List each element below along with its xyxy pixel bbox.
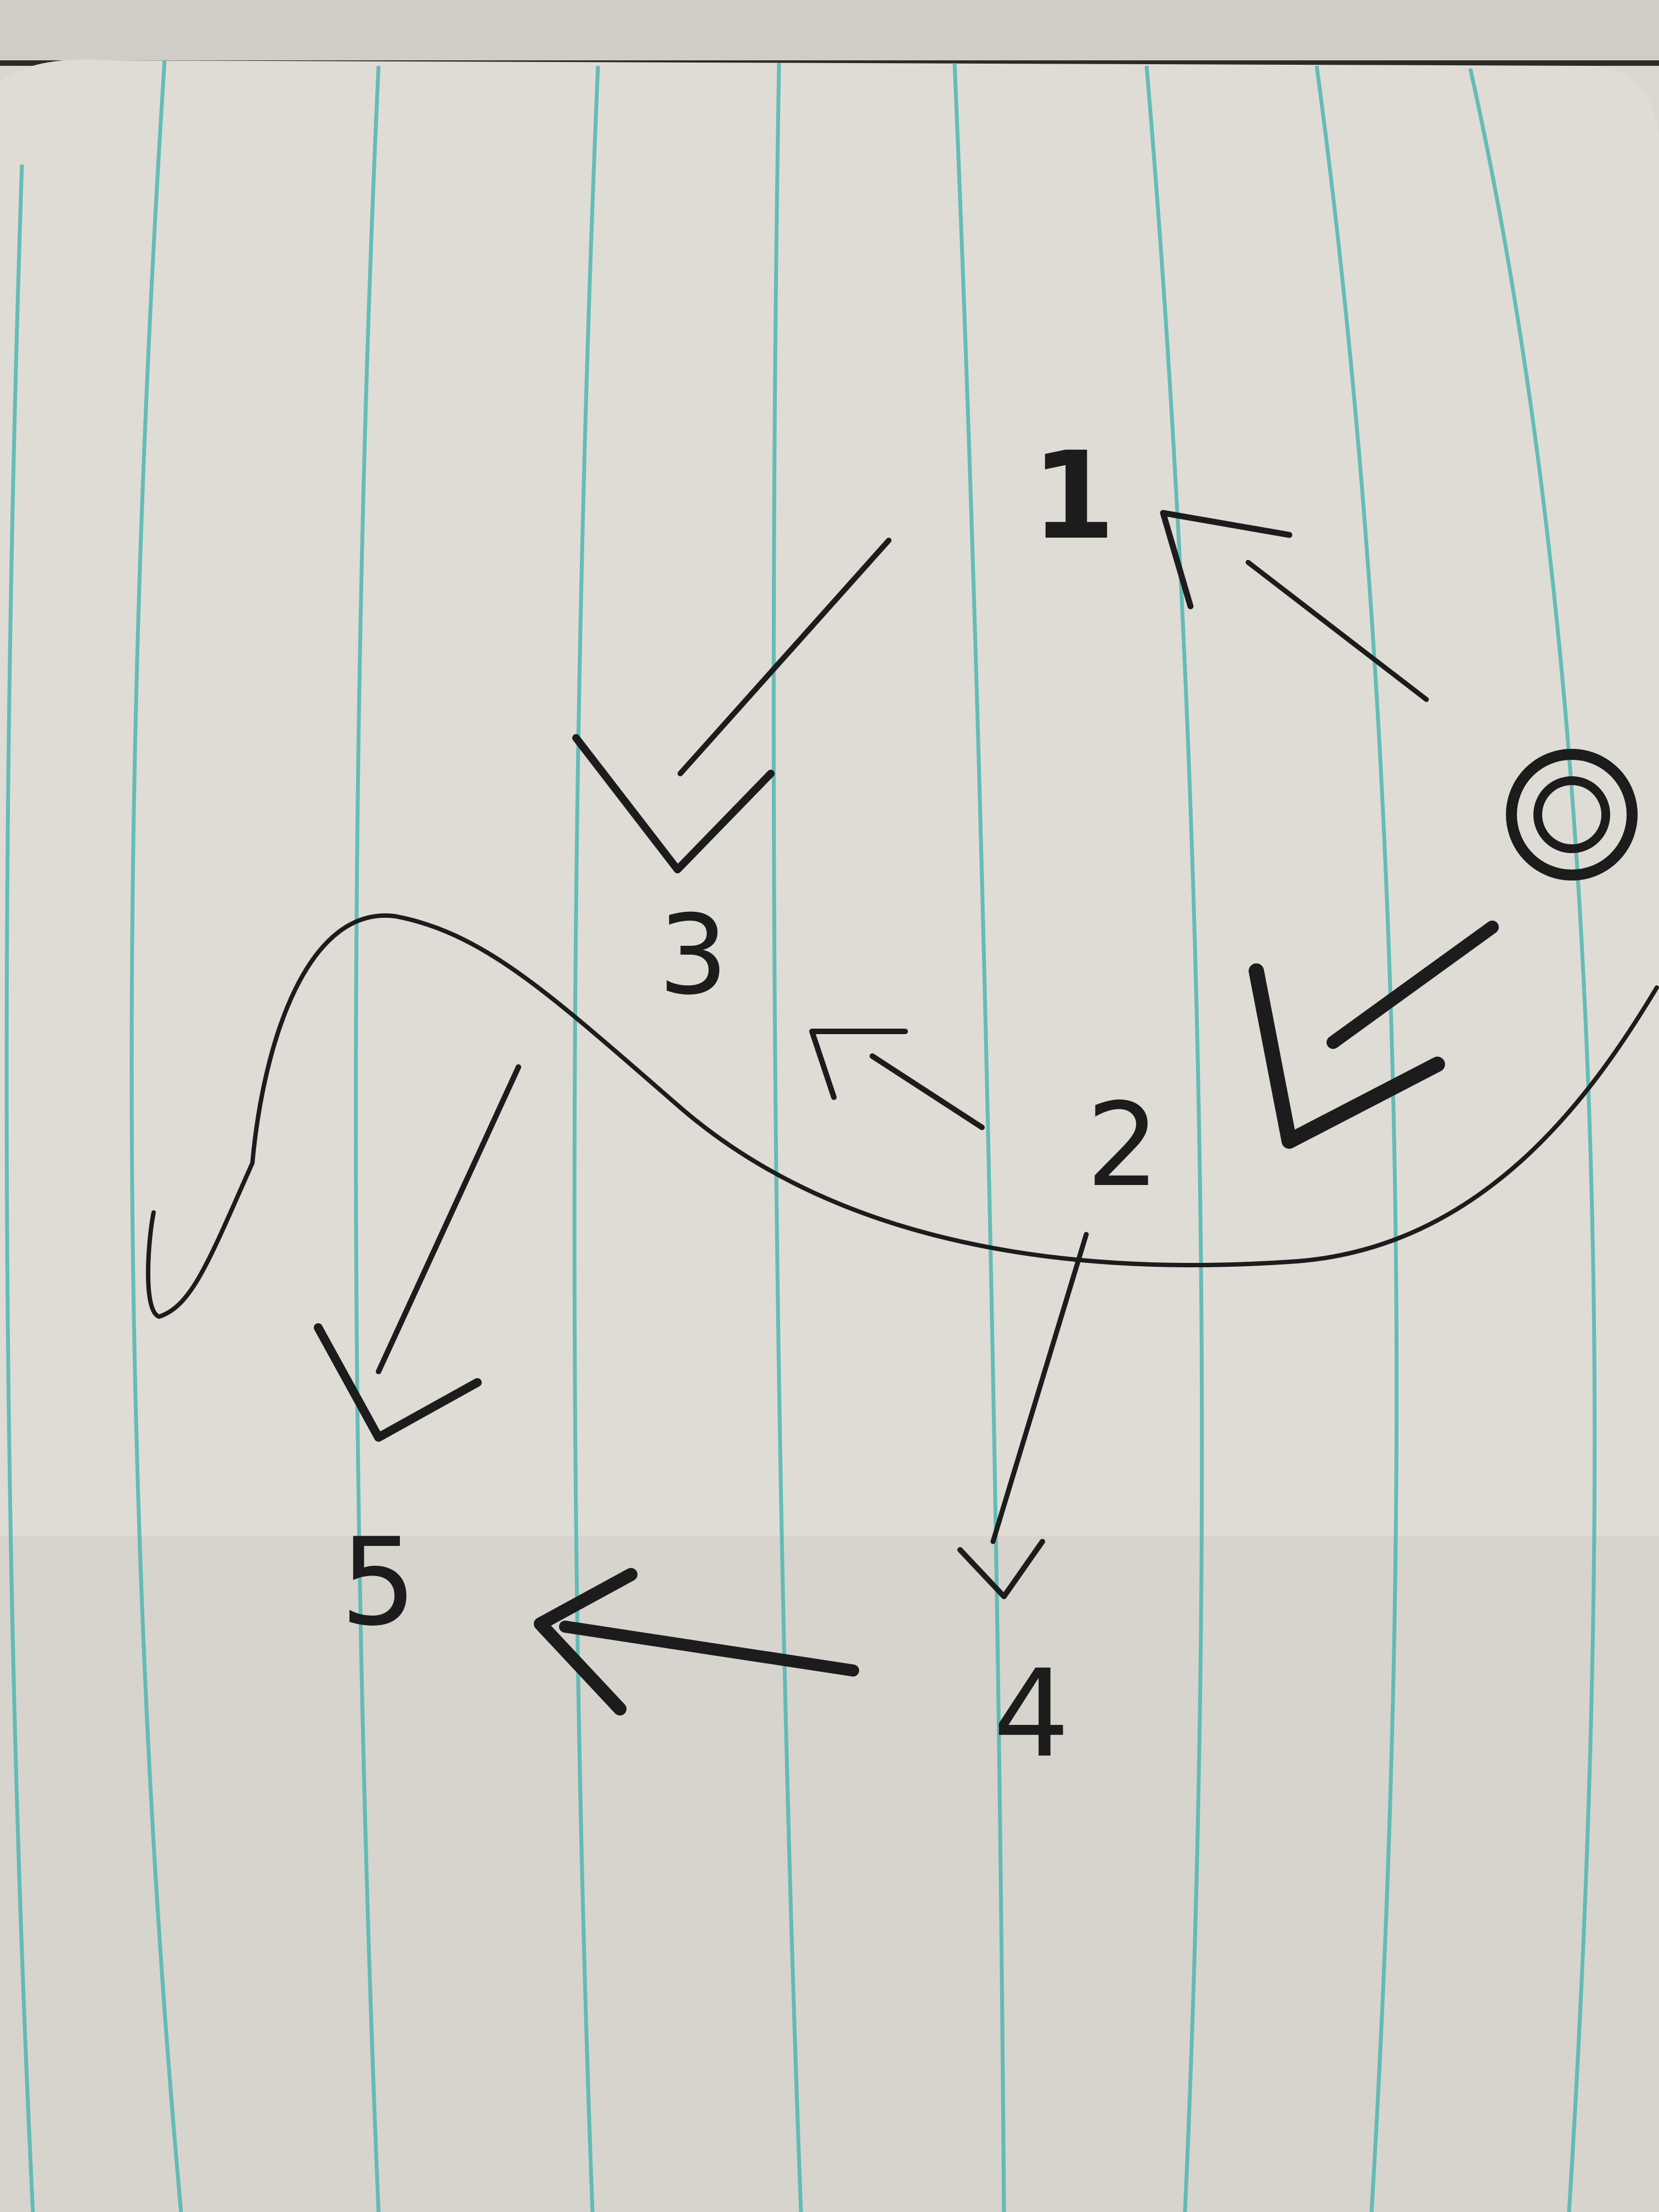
rule-line [354, 65, 381, 2212]
rule-line [4, 164, 35, 2212]
rule-line [1468, 68, 1597, 2212]
arrowhead-marker-to-2 [1249, 963, 1445, 1149]
rule-line [1144, 65, 1204, 2212]
rule-line [771, 63, 803, 2212]
node-5-label: 5 [340, 1512, 417, 1652]
edge-2-to-1 [1245, 560, 1429, 702]
edge-2-to-4 [990, 1232, 1089, 1544]
partition-curve [146, 913, 1659, 1319]
paper-shading [0, 1536, 1659, 2212]
paper-sheet [0, 59, 1659, 2212]
edge-2-to-3 [870, 1053, 985, 1130]
rule-lines [4, 60, 1597, 2212]
node-labels: 1 2 3 4 5 [340, 426, 1160, 1784]
rule-line [572, 65, 600, 2212]
node-3-label: 3 [658, 891, 728, 1019]
ink-diagram [146, 510, 1659, 1716]
arrowhead-3-to-5 [314, 1323, 482, 1442]
circle-dot-icon [1506, 749, 1638, 881]
edge-3-to-5 [376, 1064, 521, 1374]
arrowhead-2-to-1 [1160, 510, 1293, 610]
node-1-label: 1 [1031, 426, 1115, 566]
arrowhead-2-to-4 [957, 1539, 1045, 1599]
rule-line [1314, 65, 1399, 2212]
circle-dot-inner [1533, 776, 1610, 853]
edge-4-to-5 [559, 1621, 859, 1677]
edge-1-to-3 [678, 538, 891, 776]
node-2-label: 2 [1086, 1078, 1160, 1212]
rule-line [129, 60, 183, 2212]
rule-line [952, 63, 1006, 2212]
arrowhead-1-to-3 [572, 734, 775, 873]
edge-marker-to-2 [1327, 921, 1499, 1049]
arrowhead-2-to-3 [809, 1029, 908, 1100]
arrowhead-4-to-5 [534, 1568, 637, 1716]
node-4-label: 4 [993, 1644, 1070, 1784]
back-page [0, 0, 1659, 60]
